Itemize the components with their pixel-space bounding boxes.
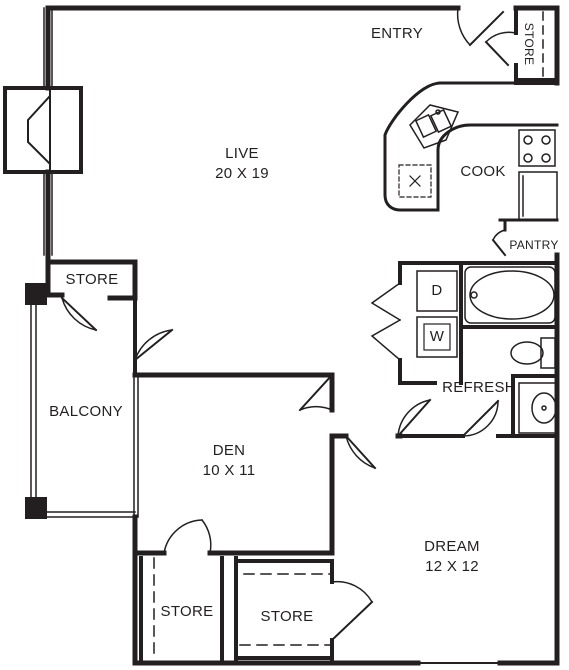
dryer-icon: [416, 270, 458, 312]
live-label: LIVE: [225, 145, 259, 162]
pantry-label: PANTRY: [509, 238, 559, 252]
store-left: [139, 556, 238, 662]
refrigerator-icon: [518, 171, 558, 221]
washer-label: W: [429, 328, 445, 345]
balcony-railing: [30, 304, 136, 518]
dream-size: 12 X 12: [425, 558, 479, 575]
dishwasher-icon: [398, 164, 432, 198]
balcony-store-label: STORE: [65, 271, 119, 288]
balcony-slider-wall: [133, 374, 139, 518]
washer-icon: [416, 316, 458, 358]
dream-label: DREAM: [424, 538, 480, 555]
den-size: 10 X 11: [202, 462, 256, 479]
dream-door: [344, 398, 432, 470]
laundry-doors: [370, 281, 402, 362]
live-size: 20 X 19: [215, 165, 269, 182]
store-mid: [238, 559, 374, 662]
den-walls: [132, 372, 403, 556]
kitchen-counter: [383, 81, 559, 212]
entry-label: ENTRY: [370, 25, 424, 42]
entry-store: [484, 6, 559, 85]
balcony-corner-posts: [25, 283, 47, 519]
pantry: [491, 218, 559, 257]
entry-door: [456, 7, 505, 47]
balcony-store-door: [60, 296, 98, 332]
bathroom-sink-icon: [518, 382, 558, 434]
balcony-door: [133, 296, 174, 377]
refresh-label: REFRESH: [442, 379, 516, 396]
dryer-label: D: [431, 282, 443, 299]
balcony-store-walls: [45, 259, 138, 301]
store-mid-label: STORE: [260, 608, 314, 625]
kitchen-sink-icon: [409, 104, 460, 149]
window-upper: [43, 7, 53, 256]
balcony-label: BALCONY: [49, 403, 123, 420]
bath-walls: [398, 261, 559, 438]
store-left-label: STORE: [160, 603, 214, 620]
fireplace: [3, 86, 83, 174]
bath-door: [461, 399, 500, 438]
entry-store-label: STORE: [522, 22, 536, 66]
den-label: DEN: [212, 442, 246, 459]
exterior-walls: [45, 5, 560, 666]
den-door: [298, 373, 334, 412]
toilet-icon: [510, 337, 556, 369]
bathtub-icon: [464, 266, 556, 324]
den-closet-door: [163, 518, 212, 554]
range-icon: [518, 129, 556, 167]
cook-label: COOK: [460, 163, 506, 180]
